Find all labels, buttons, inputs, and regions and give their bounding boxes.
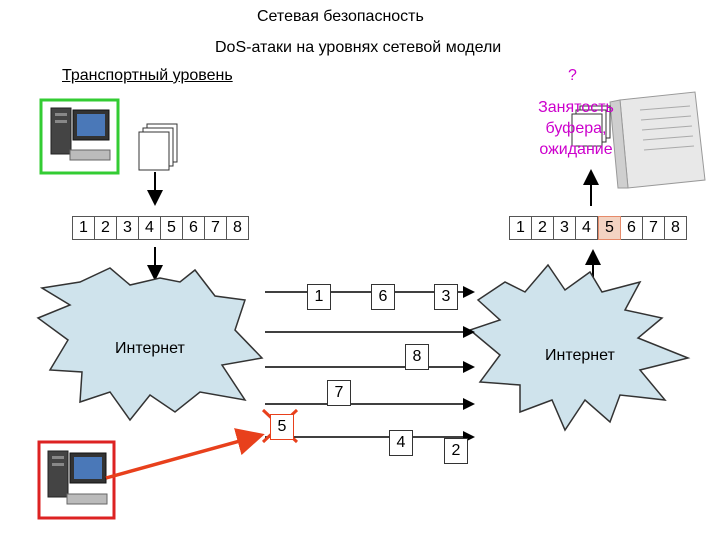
- receiver-sequence: 1 2 3 4 5 6 7 8: [509, 216, 687, 240]
- packet: 2: [444, 438, 468, 464]
- receiver-seq-cell-missing: 5: [598, 216, 621, 240]
- slide-title: Сетевая безопасность: [257, 8, 424, 25]
- status-line-2: буфера,: [545, 120, 607, 137]
- receiver-seq-cell: 2: [532, 216, 554, 240]
- attacker-computer-icon: [37, 440, 116, 520]
- packet: 3: [434, 284, 458, 310]
- packet: 4: [389, 430, 413, 456]
- receiver-seq-cell: 8: [665, 216, 687, 240]
- documents-icon: [138, 123, 178, 171]
- sender-seq-cell: 6: [183, 216, 205, 240]
- status-line-3: ожидание: [539, 141, 613, 158]
- sender-seq-cell: 3: [117, 216, 139, 240]
- sender-sequence: 1 2 3 4 5 6 7 8: [72, 216, 249, 240]
- sender-seq-cell: 8: [227, 216, 249, 240]
- receiver-seq-cell: 4: [576, 216, 598, 240]
- layer-label: Транспортный уровень: [62, 67, 233, 84]
- server-icon: [609, 91, 706, 189]
- internet-label-right: Интернет: [545, 347, 615, 364]
- packet: 8: [405, 344, 429, 370]
- receiver-seq-cell: 6: [621, 216, 643, 240]
- receiver-seq-cell: 3: [554, 216, 576, 240]
- sender-seq-cell: 5: [161, 216, 183, 240]
- attack-arrow: [105, 428, 265, 480]
- sender-seq-cell: 7: [205, 216, 227, 240]
- internet-cloud-right: [468, 263, 691, 432]
- sender-seq-cell: 1: [72, 216, 95, 240]
- sender-seq-cell: 2: [95, 216, 117, 240]
- receiver-seq-cell: 7: [643, 216, 665, 240]
- sender-computer-icon: [39, 98, 120, 175]
- packet: 7: [327, 380, 351, 406]
- slide-subtitle: DoS-атаки на уровнях сетевой модели: [215, 39, 502, 56]
- sender-seq-cell: 4: [139, 216, 161, 240]
- status-line-1: Занятость: [538, 99, 614, 116]
- receiver-seq-cell: 1: [509, 216, 532, 240]
- internet-cloud-left: [36, 267, 264, 422]
- server-status: Занятость буфера, ожидание: [530, 97, 622, 160]
- packet-dropped: 5: [270, 414, 294, 440]
- question-mark: ?: [568, 67, 577, 84]
- packet: 1: [307, 284, 331, 310]
- internet-label-left: Интернет: [115, 340, 185, 357]
- buffer-documents-icon: [571, 105, 611, 147]
- packet: 6: [371, 284, 395, 310]
